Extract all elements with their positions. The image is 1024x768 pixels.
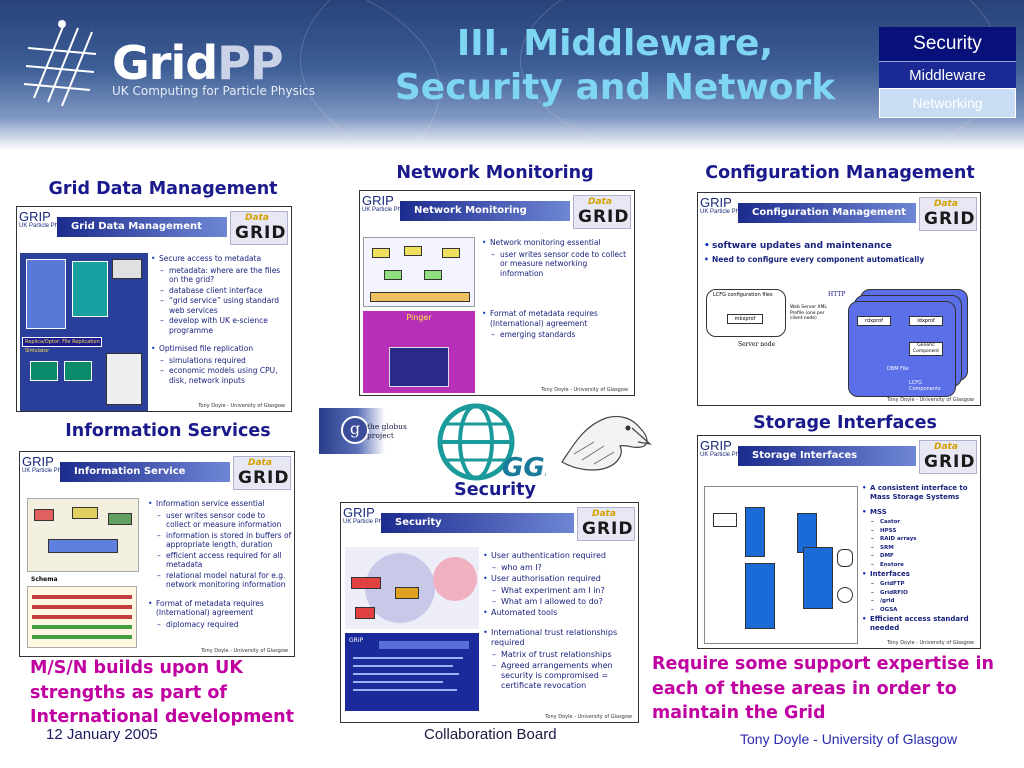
- label-information-services: Information Services: [65, 421, 271, 441]
- ggf-globe-icon: GGF: [437, 403, 546, 482]
- note-builds-upon: M/S/N builds upon UK strengths as part o…: [30, 658, 294, 727]
- slide-credit: Tony Doyle - University of Glasgow: [541, 387, 628, 393]
- diagram-panel: [27, 498, 139, 572]
- note-support-expertise: Require some support expertise in each o…: [652, 654, 994, 723]
- security-mini-slide: GRIP: [345, 633, 479, 711]
- nav-item-middleware[interactable]: Middleware: [879, 61, 1016, 88]
- slide-title-bar: Information Service: [60, 462, 230, 482]
- diagram-block: [370, 292, 470, 302]
- footer-date: 12 January 2005: [46, 726, 158, 743]
- diagram-block: [30, 361, 58, 381]
- slide-title-bar: Network Monitoring: [400, 201, 570, 221]
- slide-title-bar: Configuration Management: [738, 203, 916, 223]
- eagle-sketch-icon: [561, 415, 652, 471]
- slide-bullets: software updates and maintenance Need to…: [704, 240, 974, 268]
- replication-diagram: Replica/Optor: File Replication Simulato…: [20, 253, 148, 411]
- footer-center: Collaboration Board: [424, 726, 557, 743]
- label-grid-data-management: Grid Data Management: [48, 179, 278, 199]
- diagram-block: [442, 248, 460, 258]
- slide-credit: Tony Doyle - University of Glasgow: [887, 397, 974, 403]
- pinger-table: [389, 347, 449, 387]
- slide-bullets: Information service essential user write…: [148, 499, 292, 630]
- label-network-monitoring: Network Monitoring: [396, 163, 594, 183]
- logo-wordmark: GridPP: [112, 36, 284, 90]
- slide-bullets: User authentication required who am I? U…: [483, 551, 635, 692]
- slide-title-bar: Grid Data Management: [57, 217, 227, 237]
- slide-bullets: A consistent interface to Mass Storage S…: [862, 484, 978, 635]
- slide-title-bar: Storage Interfaces: [738, 446, 916, 466]
- config-diagram: LCFG configuration files mkxprof Server …: [704, 283, 978, 401]
- nav-item-security[interactable]: Security: [879, 27, 1016, 61]
- section-nav: Security Middleware Networking: [879, 27, 1016, 118]
- gridpp-logo-icon: [24, 20, 97, 107]
- info-service-diagram: Schema: [23, 498, 143, 654]
- diagram-block: [372, 248, 390, 258]
- page-title: III. Middleware, Security and Network: [394, 23, 836, 108]
- diagram-block: [112, 259, 142, 279]
- slide-credit: Tony Doyle - University of Glasgow: [545, 714, 632, 720]
- nav-item-networking[interactable]: Networking: [879, 88, 1016, 118]
- svg-text:GGF: GGF: [502, 453, 546, 482]
- slide-credit: Tony Doyle - University of Glasgow: [201, 648, 288, 654]
- diagram-block: [404, 246, 422, 256]
- diagram-chart: [106, 353, 142, 405]
- footer-author: Tony Doyle - University of Glasgow: [740, 731, 958, 747]
- logo-subtitle: UK Computing for Particle Physics: [112, 84, 316, 98]
- header-banner: GridPP UK Computing for Particle Physics…: [0, 0, 1024, 150]
- diagram-block: [64, 361, 92, 381]
- client-node-box: rdxprof ldxprof Generic Component DBM Fi…: [848, 301, 956, 397]
- label-security: Security: [454, 480, 536, 500]
- server-node-box: LCFG configuration files mkxprof: [706, 289, 786, 337]
- schema-table: [27, 586, 137, 648]
- globus-logo: g the globus project: [319, 408, 429, 454]
- security-diagram: [345, 547, 479, 629]
- pinger-panel: Pinger: [363, 311, 475, 393]
- slide-credit: Tony Doyle - University of Glasgow: [198, 403, 285, 409]
- storage-diagram: [704, 486, 858, 644]
- slide-title-bar: Security: [381, 513, 574, 533]
- diagram-block: [424, 270, 442, 280]
- diagram-caption: Replica/Optor: File Replication Simulato…: [22, 337, 102, 354]
- slide-bullets: Network monitoring essential user writes…: [482, 238, 632, 341]
- diagram-block: [26, 259, 66, 329]
- diagram-block: [384, 270, 402, 280]
- diagram-block: [72, 261, 108, 317]
- monitoring-diagram: [363, 237, 475, 307]
- label-configuration-management: Configuration Management: [705, 163, 975, 183]
- slide-credit: Tony Doyle - University of Glasgow: [887, 640, 974, 646]
- label-storage-interfaces: Storage Interfaces: [753, 413, 937, 433]
- slide-bullets: Secure access to metadata metadata: wher…: [151, 254, 289, 386]
